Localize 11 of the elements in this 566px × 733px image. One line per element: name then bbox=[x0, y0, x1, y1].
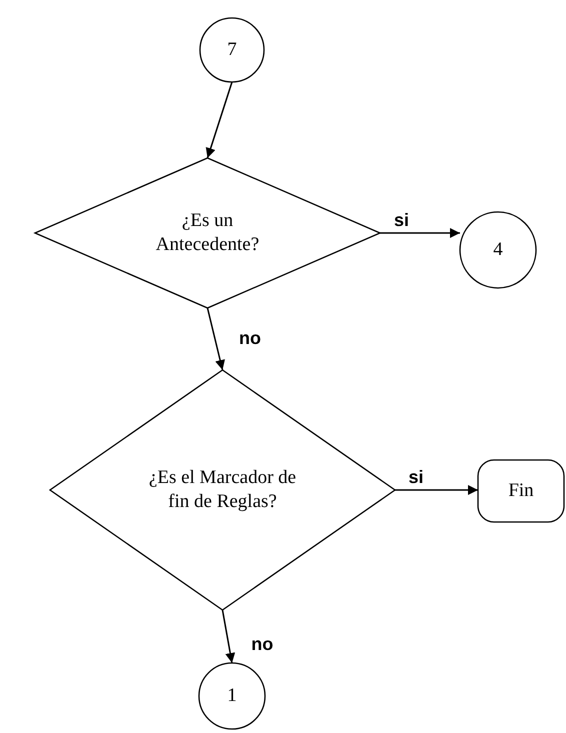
node-label: 4 bbox=[492, 238, 504, 262]
arrow bbox=[206, 308, 225, 370]
arrow bbox=[206, 82, 233, 158]
node-label: ¿Es el Marcador de fin de Reglas? bbox=[148, 466, 298, 514]
arrow bbox=[395, 485, 478, 495]
node-label: 7 bbox=[226, 38, 238, 62]
node-label: 1 bbox=[226, 684, 238, 708]
arrow bbox=[222, 610, 236, 664]
arrow bbox=[380, 228, 460, 238]
node-label: Fin bbox=[507, 479, 535, 503]
node-label: ¿Es un Antecedente? bbox=[154, 209, 260, 257]
